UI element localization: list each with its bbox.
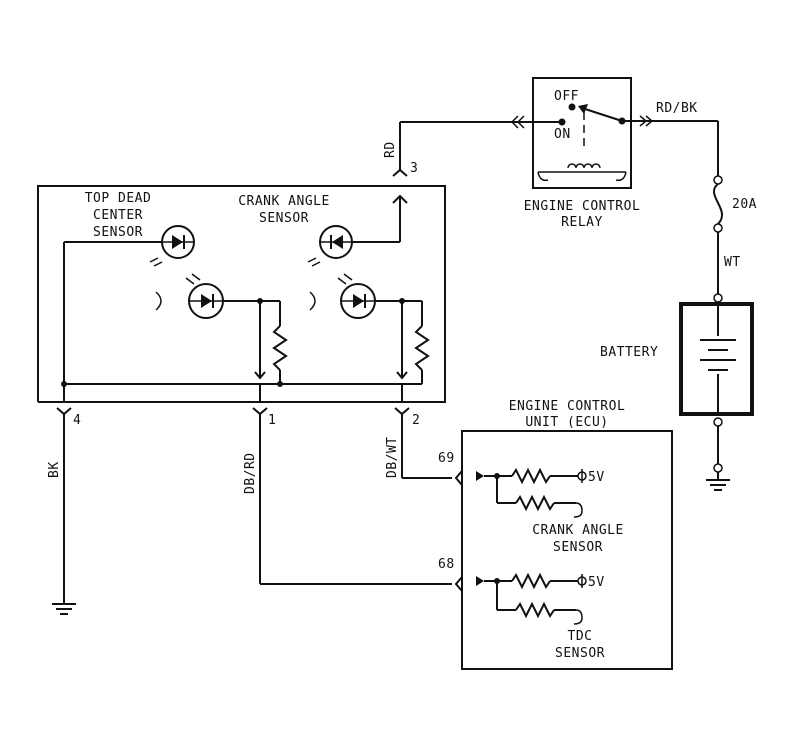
ecu-tdc-label-1: TDC: [568, 629, 593, 644]
pin-68-label: 68: [438, 557, 455, 572]
wire-bk-label: BK: [47, 461, 62, 478]
relay-label-2: RELAY: [561, 215, 603, 230]
tdc-photodiode: [155, 273, 224, 319]
tdc-led: [149, 225, 195, 267]
pin-2-connector: 2 DB/WT: [385, 407, 452, 479]
crank-photodiode: [309, 273, 376, 319]
pin-2-label: 2: [412, 413, 420, 428]
tdc-label-1: TOP DEAD: [85, 191, 152, 206]
wire-rd-label: RD: [383, 141, 398, 158]
ecu-box: ENGINE CONTROL UNIT (ECU) 69 5V CRANK AN…: [438, 399, 673, 670]
wire-db-wt-label: DB/WT: [385, 436, 400, 478]
ecu-crank-label-2: SENSOR: [553, 540, 603, 555]
wire-db-rd-label: DB/RD: [243, 452, 258, 494]
battery: BATTERY: [600, 293, 754, 491]
wire-wt-label: WT: [724, 255, 741, 270]
crank-angle-led: [307, 225, 353, 267]
pin-3-label: 3: [410, 161, 418, 176]
wire-rd-bk: RD/BK: [622, 101, 719, 176]
tdc-label-2: CENTER: [93, 208, 143, 223]
pin-1-label: 1: [268, 413, 276, 428]
fuse: 20A WT: [712, 175, 757, 294]
ecu-title-1: ENGINE CONTROL: [509, 399, 626, 414]
wire-rd-bk-label: RD/BK: [656, 101, 698, 116]
ecu-tdc-label-2: SENSOR: [555, 646, 605, 661]
pin-4-label: 4: [73, 413, 81, 428]
ecu-5v-1: 5V: [588, 470, 605, 485]
ecu-5v-2: 5V: [588, 575, 605, 590]
tdc-label-3: SENSOR: [93, 225, 143, 240]
ecu-crank-label-1: CRANK ANGLE: [532, 523, 624, 538]
wire-rd: RD 3: [383, 115, 562, 177]
crank-label-2: SENSOR: [259, 211, 309, 226]
relay-on-label: ON: [554, 127, 571, 142]
fuse-rating: 20A: [732, 197, 757, 212]
battery-label: BATTERY: [600, 345, 658, 360]
relay-off-label: OFF: [554, 89, 579, 104]
engine-control-relay: OFF ON ENGINE CONTROL RELAY: [524, 77, 641, 230]
distributor-box: TOP DEAD CENTER SENSOR CRANK ANGLE SENSO…: [37, 185, 446, 403]
pin-4-connector: 4 BK: [47, 407, 81, 615]
ecu-title-2: UNIT (ECU): [525, 415, 608, 430]
crank-label-1: CRANK ANGLE: [238, 194, 330, 209]
relay-label-1: ENGINE CONTROL: [524, 199, 641, 214]
pin-69-label: 69: [438, 451, 455, 466]
pin-1-connector: 1 DB/RD: [243, 407, 452, 585]
